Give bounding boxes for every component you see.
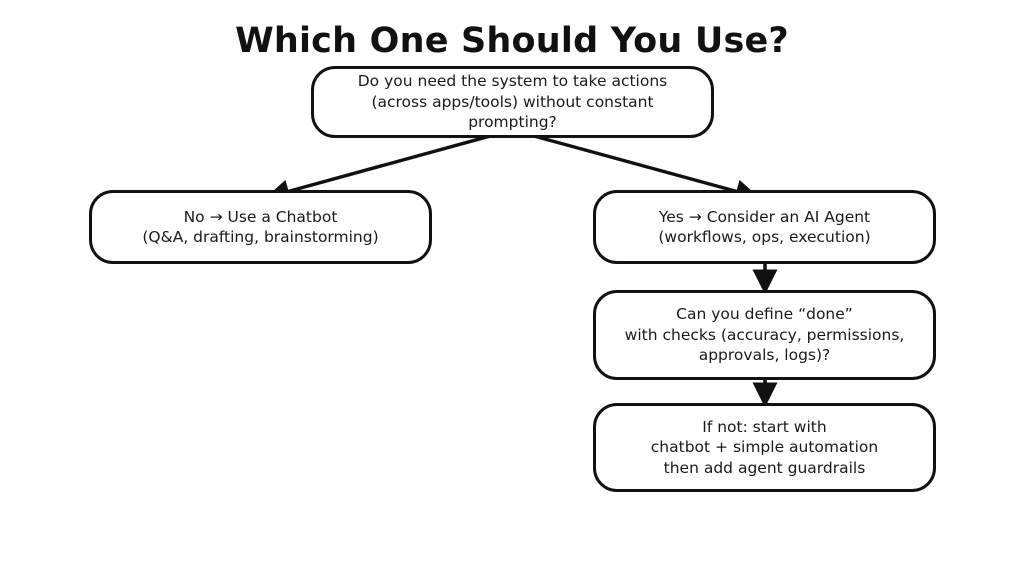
node-define-done-label: Can you define “done” with checks (accur…	[624, 305, 905, 365]
page-title: Which One Should You Use?	[235, 21, 789, 61]
node-if-not-fallback[interactable]: If not: start with chatbot + simple auto…	[593, 403, 936, 492]
node-if-not-label: If not: start with chatbot + simple auto…	[650, 417, 879, 477]
node-root-label: Do you need the system to take actions (…	[357, 72, 668, 132]
node-define-done-question[interactable]: Can you define “done” with checks (accur…	[593, 290, 936, 380]
connector-root-to-no	[265, 128, 513, 203]
node-no-label: No → Use a Chatbot (Q&A, drafting, brain…	[142, 207, 379, 246]
node-yes-label: Yes → Consider an AI Agent (workflows, o…	[658, 207, 871, 246]
node-no-chatbot[interactable]: No → Use a Chatbot (Q&A, drafting, brain…	[89, 190, 432, 264]
connector-root-to-yes	[511, 128, 760, 203]
node-root-question[interactable]: Do you need the system to take actions (…	[311, 66, 714, 138]
node-yes-ai-agent[interactable]: Yes → Consider an AI Agent (workflows, o…	[593, 190, 936, 264]
